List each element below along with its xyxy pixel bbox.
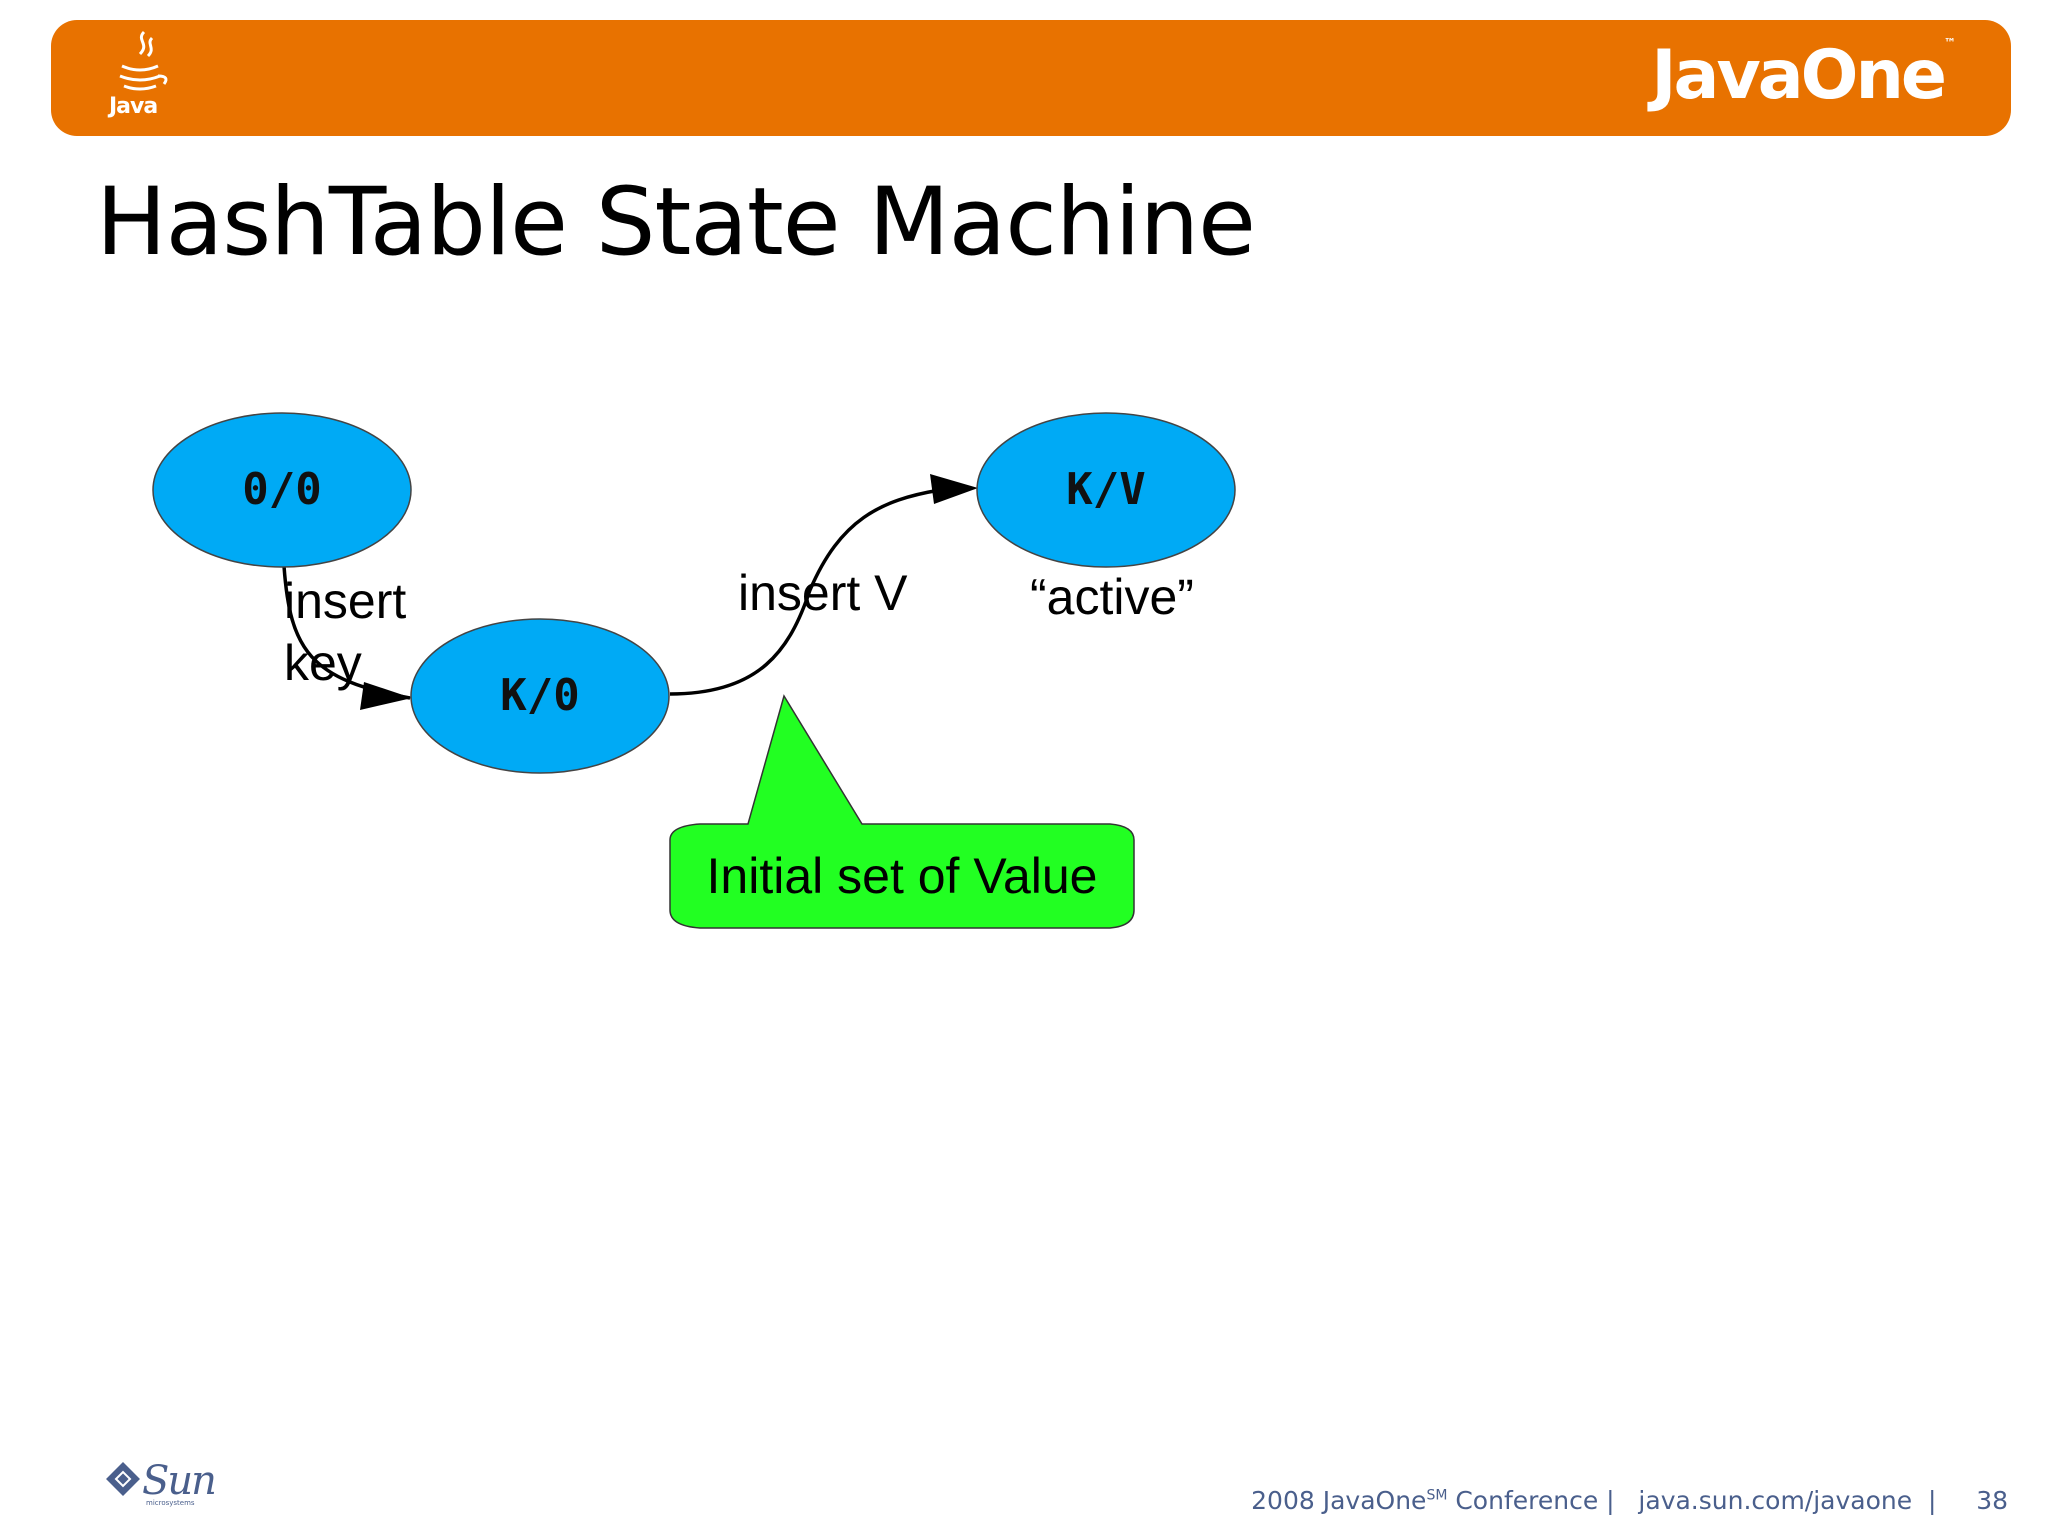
page-number: 38 — [1976, 1486, 2008, 1515]
state-node-0-0-label: 0/0 — [242, 464, 321, 515]
state-node-k-0-label: K/0 — [500, 670, 579, 721]
page-title: HashTable State Machine — [96, 168, 1256, 277]
state-node-k-v-label: K/V — [1066, 464, 1145, 515]
javaone-brand: JavaOne™ — [1651, 36, 1956, 115]
sun-logo-subtext: microsystems — [146, 1499, 195, 1507]
node-note-active: “active” — [1030, 569, 1194, 625]
callout-text: Initial set of Value — [707, 848, 1098, 904]
edge-label-key: key — [284, 635, 362, 691]
arrowhead-insert-key — [360, 682, 412, 710]
java-logo-text: Java — [109, 94, 158, 119]
header-bar — [51, 20, 2011, 136]
state-node-0-0 — [152, 412, 412, 568]
footer-text: 2008 JavaOneSM Conference | java.sun.com… — [1251, 1486, 2008, 1515]
java-cup-icon — [119, 30, 168, 91]
arrowhead-insert-v — [930, 474, 978, 504]
state-node-k-v — [976, 412, 1236, 568]
sun-logo-text: Sun — [142, 1458, 217, 1504]
edge-label-insert-v: insert V — [738, 565, 908, 621]
sun-logo-icon — [106, 1462, 140, 1496]
callout-bubble — [669, 694, 1135, 929]
edge-label-insert: insert — [284, 573, 406, 629]
state-node-k-0 — [410, 618, 670, 774]
edge-insert-v — [669, 488, 941, 696]
